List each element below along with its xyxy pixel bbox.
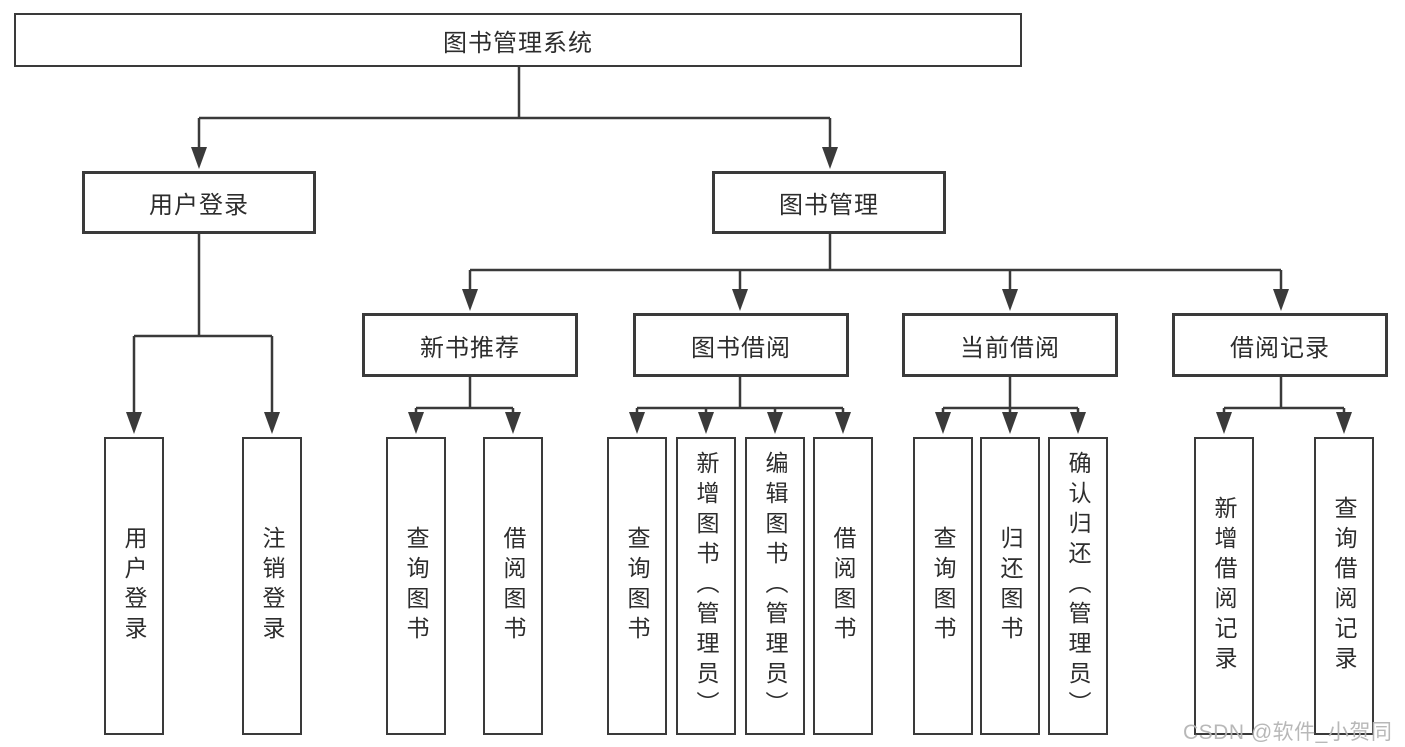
node-new-book-recommend: 新书推荐: [362, 313, 578, 377]
arrowhead-icon: [698, 412, 714, 434]
connector-new-book-recommend-to-leaves: [414, 377, 515, 414]
arrowhead-icon: [835, 412, 851, 434]
node-book-management: 图书管理: [712, 171, 946, 234]
node-label: 用户登录: [149, 192, 249, 219]
arrowheads: [126, 147, 1352, 434]
leaf-label: 用户登录: [121, 526, 147, 646]
connector-root-to-level2: [197, 67, 832, 149]
leaf-query-borrow-record: 查询借阅记录: [1314, 437, 1374, 735]
node-root: 图书管理系统: [14, 13, 1022, 67]
arrowhead-icon: [1336, 412, 1352, 434]
leaf-edit-books-admin: 编辑图书（管理员）: [745, 437, 805, 735]
node-label: 图书管理: [779, 192, 879, 219]
connector-borrow-record-to-leaves: [1222, 377, 1346, 414]
leaf-label: 新增借阅记录: [1211, 496, 1237, 676]
node-user-login: 用户登录: [82, 171, 316, 234]
leaf-label: 注销登录: [259, 526, 285, 646]
leaf-label: 查询图书: [930, 526, 956, 646]
node-book-borrow: 图书借阅: [633, 313, 849, 377]
arrowhead-icon: [767, 412, 783, 434]
arrowhead-icon: [264, 412, 280, 434]
node-label: 图书管理系统: [443, 29, 593, 57]
arrowhead-icon: [1273, 289, 1289, 311]
node-label: 图书借阅: [691, 334, 791, 362]
leaf-label: 查询图书: [403, 526, 429, 646]
leaf-label: 查询图书: [624, 526, 650, 646]
arrowhead-icon: [505, 412, 521, 434]
arrowhead-icon: [1216, 412, 1232, 434]
leaf-label: 确认归还（管理员）: [1065, 451, 1091, 721]
leaf-add-books-admin: 新增图书（管理员）: [676, 437, 736, 735]
arrowhead-icon: [462, 289, 478, 311]
leaf-label: 借阅图书: [830, 526, 856, 646]
leaf-add-borrow-record: 新增借阅记录: [1194, 437, 1254, 735]
leaf-label: 新增图书（管理员）: [693, 451, 719, 721]
leaf-logout: 注销登录: [242, 437, 302, 735]
leaf-query-books-recommend: 查询图书: [386, 437, 446, 735]
leaf-label: 查询借阅记录: [1331, 496, 1357, 676]
leaf-label: 归还图书: [997, 526, 1023, 646]
arrowhead-icon: [935, 412, 951, 434]
connector-current-borrow-to-leaves: [941, 377, 1080, 414]
connector-book-management-to-level3: [468, 234, 1283, 291]
node-label: 当前借阅: [960, 334, 1060, 362]
arrowhead-icon: [822, 147, 838, 169]
arrowhead-icon: [126, 412, 142, 434]
connector-book-borrow-to-leaves: [635, 377, 845, 414]
leaf-query-books-borrow: 查询图书: [607, 437, 667, 735]
arrowhead-icon: [408, 412, 424, 434]
arrowhead-icon: [1070, 412, 1086, 434]
arrowhead-icon: [191, 147, 207, 169]
leaf-borrow-books-recommend: 借阅图书: [483, 437, 543, 735]
arrowhead-icon: [629, 412, 645, 434]
leaf-label: 借阅图书: [500, 526, 526, 646]
connector-user-login-to-leaves: [132, 234, 274, 414]
leaf-query-books-current: 查询图书: [913, 437, 973, 735]
csdn-watermark: CSDN @软件_小贺同学: [1183, 721, 1393, 744]
arrowhead-icon: [732, 289, 748, 311]
leaf-borrow-books: 借阅图书: [813, 437, 873, 735]
leaf-confirm-return-admin: 确认归还（管理员）: [1048, 437, 1108, 735]
arrowhead-icon: [1002, 289, 1018, 311]
leaf-user-login: 用户登录: [104, 437, 164, 735]
node-current-borrow: 当前借阅: [902, 313, 1118, 377]
leaf-return-books: 归还图书: [980, 437, 1040, 735]
node-label: 借阅记录: [1230, 334, 1330, 362]
node-borrow-record: 借阅记录: [1172, 313, 1388, 377]
arrowhead-icon: [1002, 412, 1018, 434]
node-label: 新书推荐: [420, 334, 520, 362]
leaf-label: 编辑图书（管理员）: [762, 451, 788, 721]
